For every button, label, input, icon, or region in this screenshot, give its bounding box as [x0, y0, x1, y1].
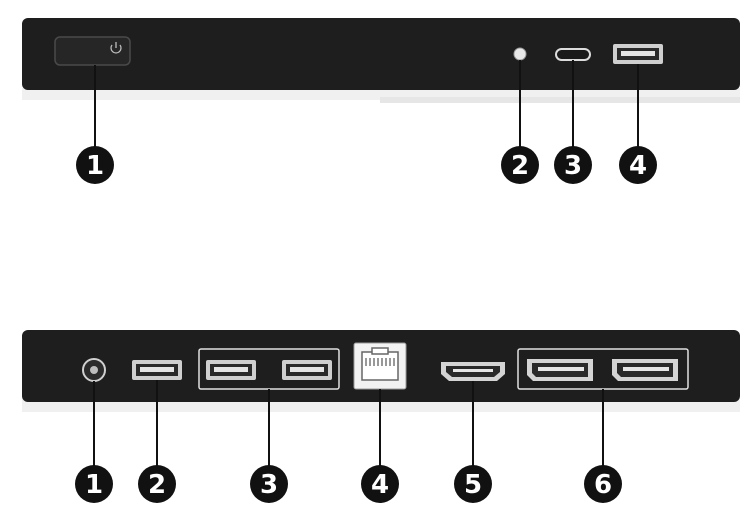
headset-jack-icon[interactable]: [513, 47, 527, 61]
power-button-icon: [110, 42, 122, 54]
rear-callout-5: 5: [454, 465, 492, 503]
rear-callout-6: 6: [584, 465, 622, 503]
svg-text:4: 4: [629, 151, 647, 181]
hdmi-port-icon[interactable]: [441, 362, 505, 381]
svg-text:3: 3: [564, 151, 582, 181]
svg-text:5: 5: [464, 470, 482, 500]
usb-c-port-icon[interactable]: [555, 48, 591, 61]
front-panel-chassis: [22, 18, 740, 90]
rear-callout-3: 3: [250, 465, 288, 503]
power-button-body[interactable]: [54, 36, 131, 66]
front-callout-3: 3: [554, 146, 592, 184]
usb-a-port-icon[interactable]: [132, 360, 182, 380]
rear-panel: 1 2 3 4 5 6: [22, 330, 740, 503]
svg-text:1: 1: [85, 470, 103, 500]
rj45-network-jack-icon[interactable]: [353, 342, 407, 390]
usb-a-port-icon[interactable]: [613, 44, 663, 64]
svg-text:1: 1: [86, 151, 104, 181]
svg-text:6: 6: [594, 470, 612, 500]
rear-callout-2: 2: [138, 465, 176, 503]
dual-displayport-icon[interactable]: [517, 348, 689, 390]
power-connector-icon[interactable]: [82, 358, 106, 382]
svg-text:4: 4: [371, 470, 389, 500]
front-callout-4: 4: [619, 146, 657, 184]
power-button[interactable]: [54, 36, 131, 66]
svg-text:2: 2: [148, 470, 166, 500]
front-callout-1: 1: [76, 146, 114, 184]
front-panel: 1 2 3 4: [22, 18, 740, 184]
front-panel-foot: [380, 97, 740, 103]
rear-callout-1: 1: [75, 465, 113, 503]
svg-text:3: 3: [260, 470, 278, 500]
rear-callout-4: 4: [361, 465, 399, 503]
svg-text:2: 2: [511, 151, 529, 181]
front-callout-2: 2: [501, 146, 539, 184]
